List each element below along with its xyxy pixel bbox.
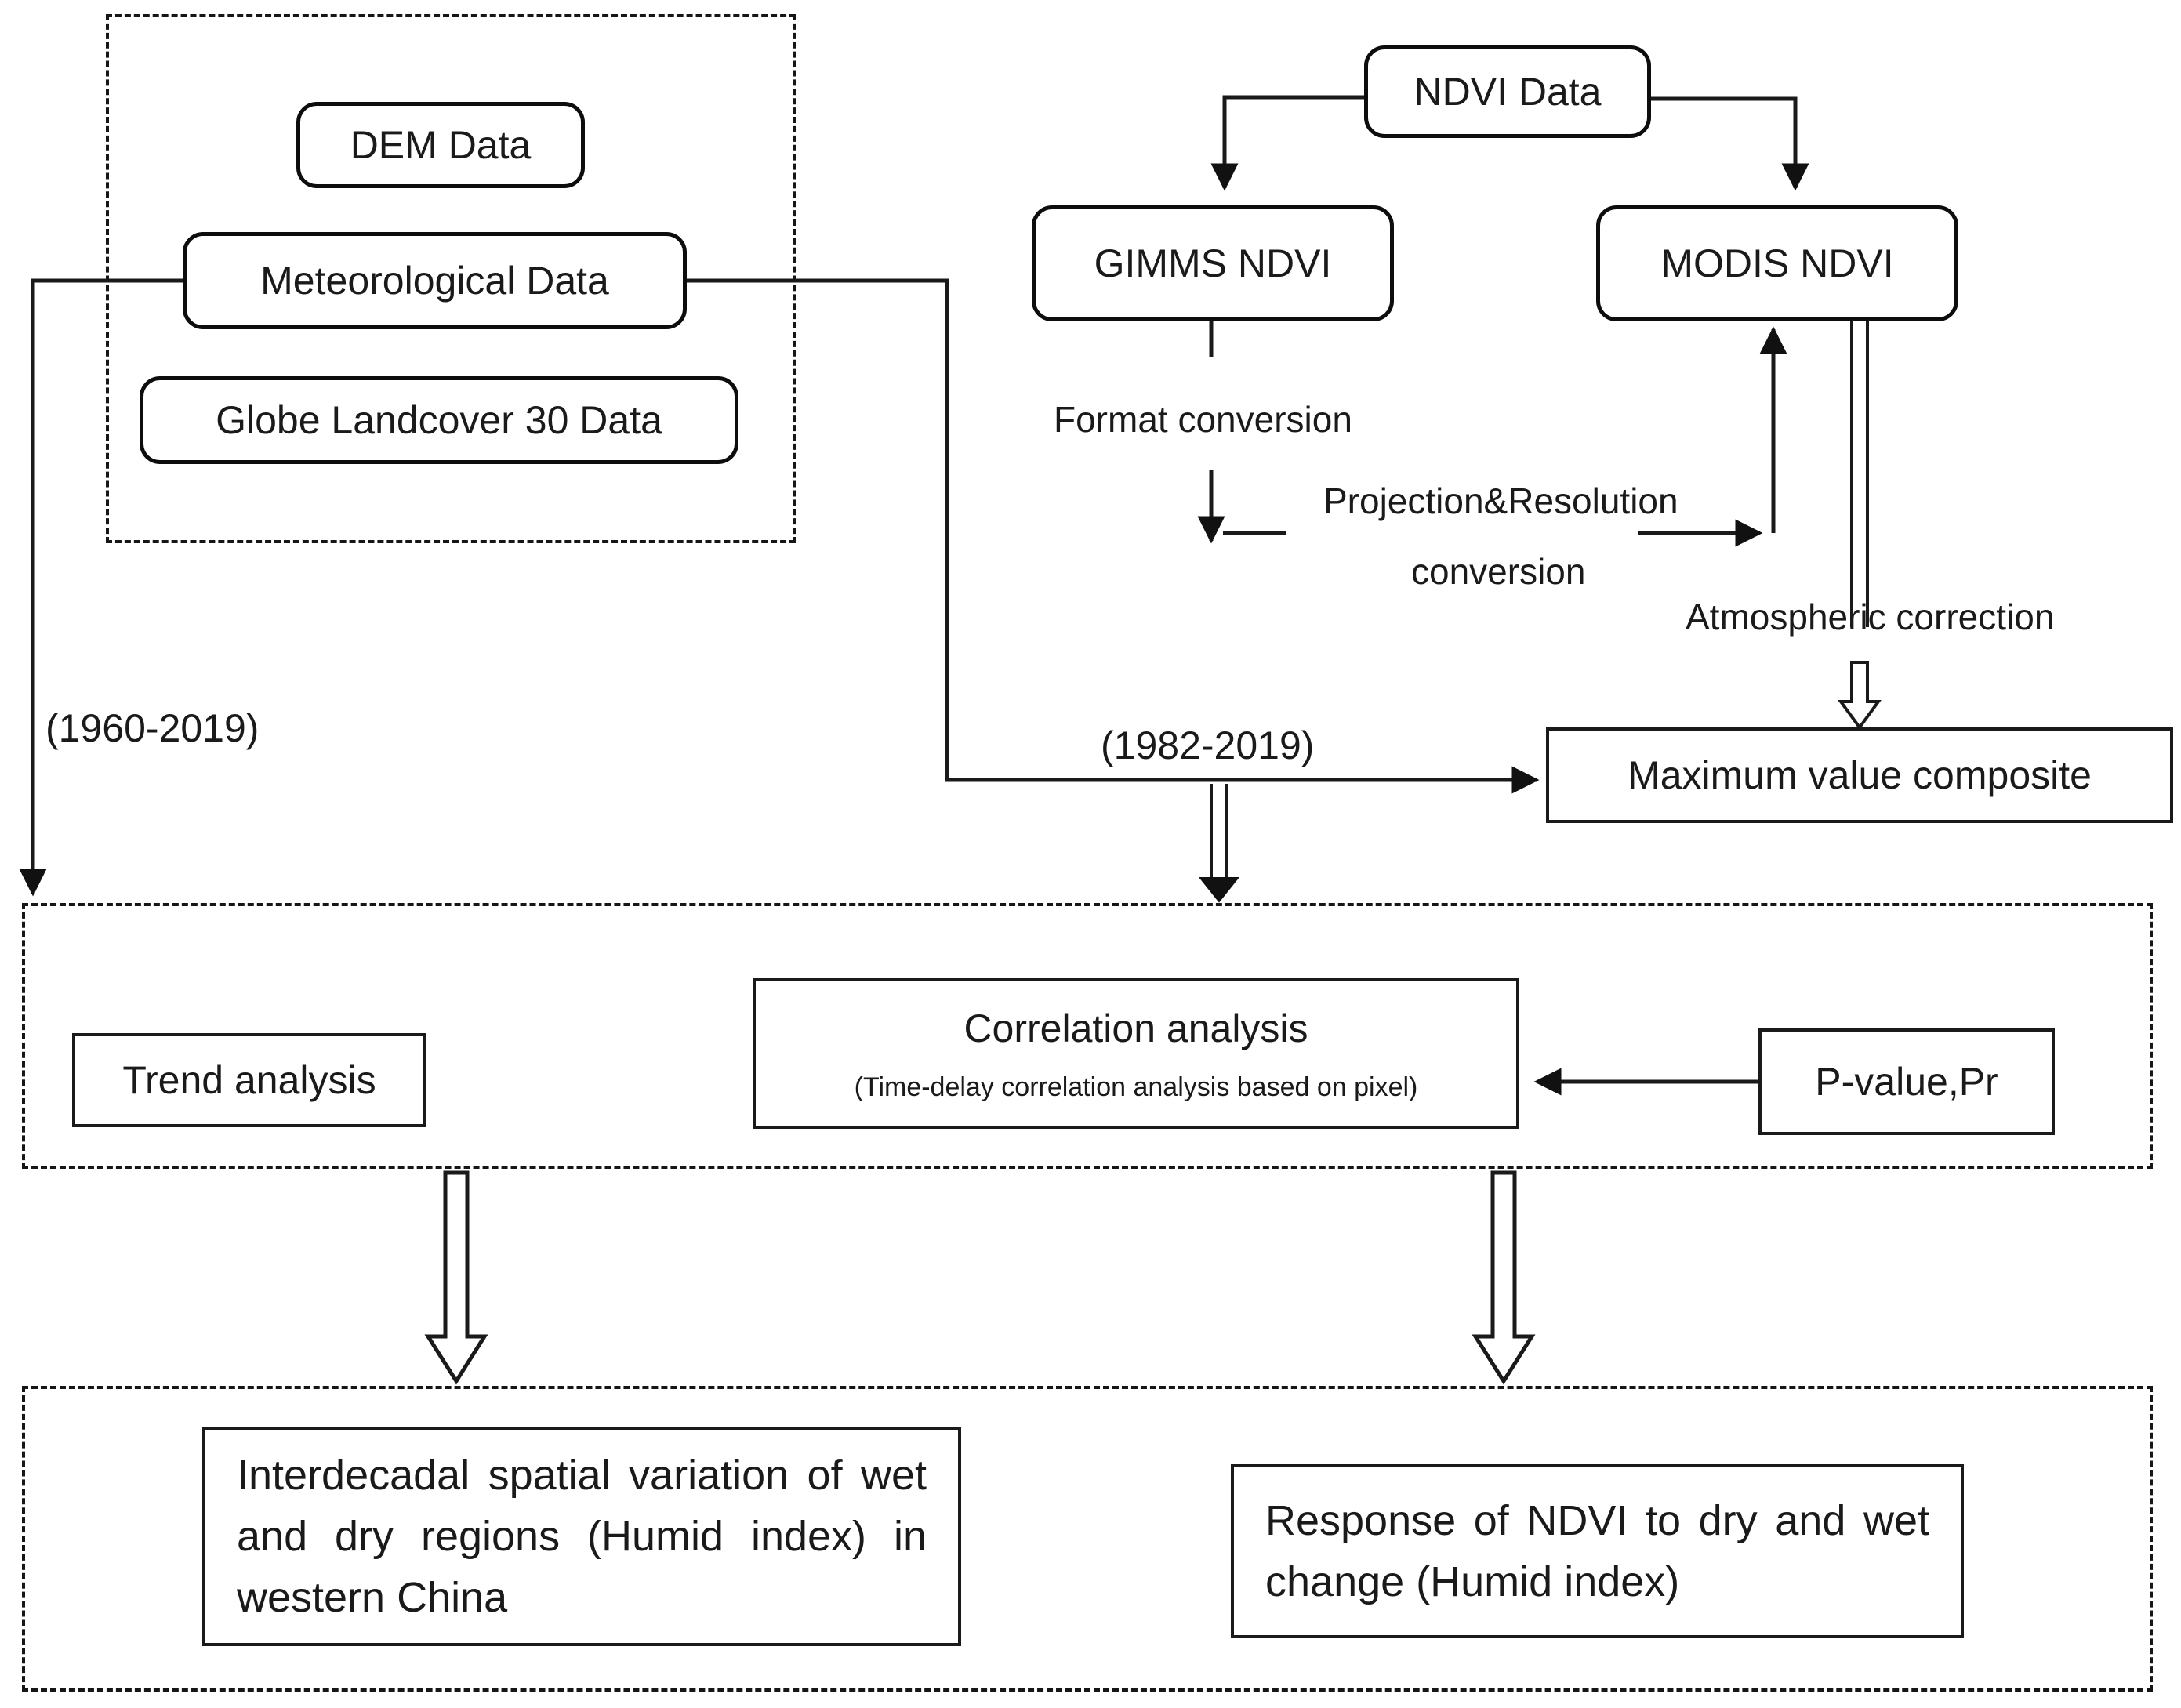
- block-arrow-atmospheric-to-mvc: [1838, 661, 1882, 731]
- node-maximum-value-composite-label: Maximum value composite: [1628, 752, 2092, 797]
- edge-ndvi-branch-arrowhead: [1198, 877, 1240, 903]
- edge-label-period-meteorological: (1960-2019): [45, 706, 259, 750]
- block-arrow-trend-to-result-left: [424, 1170, 488, 1385]
- node-meteorological-data[interactable]: Meteorological Data: [183, 232, 687, 329]
- edge-ndvi-to-gimms: [1210, 95, 1364, 191]
- edge-label-period-ndvi: (1982-2019): [1101, 723, 1315, 767]
- node-ndvi-data[interactable]: NDVI Data: [1364, 45, 1651, 138]
- edge-ndvi-to-modis: [1651, 96, 1809, 191]
- node-modis-ndvi-label: MODIS NDVI: [1660, 241, 1894, 285]
- node-p-value[interactable]: P-value,Pr: [1758, 1028, 2055, 1135]
- node-trend-analysis[interactable]: Trend analysis: [72, 1033, 426, 1127]
- node-modis-ndvi[interactable]: MODIS NDVI: [1596, 205, 1958, 321]
- block-arrow-correlation-to-result-right: [1472, 1170, 1536, 1385]
- node-trend-analysis-label: Trend analysis: [122, 1057, 376, 1102]
- edge-meteorological-to-mvc: [687, 278, 1540, 794]
- node-gimms-ndvi-label: GIMMS NDVI: [1094, 241, 1332, 285]
- node-maximum-value-composite[interactable]: Maximum value composite: [1546, 727, 2173, 823]
- node-correlation-analysis-subtitle: (Time-delay correlation analysis based o…: [854, 1072, 1418, 1102]
- node-globe-landcover-data-label: Globe Landcover 30 Data: [216, 397, 662, 442]
- analysis-methods-group: [22, 903, 2153, 1169]
- node-meteorological-data-label: Meteorological Data: [260, 258, 609, 303]
- node-result-right-label: Response of NDVI to dry and wet change (…: [1265, 1496, 1929, 1605]
- node-dem-data-label: DEM Data: [350, 122, 532, 167]
- node-gimms-ndvi[interactable]: GIMMS NDVI: [1032, 205, 1394, 321]
- edge-label-atmospheric-correction: Atmospheric correction: [1686, 597, 2055, 637]
- node-result-left-label: Interdecadal spatial variation of wet an…: [237, 1451, 927, 1622]
- edge-label-projection-resolution-line1: Projection&Resolution: [1323, 480, 1678, 521]
- results-group: [22, 1386, 2153, 1692]
- node-globe-landcover-data[interactable]: Globe Landcover 30 Data: [140, 376, 738, 464]
- node-result-right[interactable]: Response of NDVI to dry and wet change (…: [1231, 1464, 1964, 1638]
- node-correlation-analysis[interactable]: Correlation analysis (Time-delay correla…: [753, 978, 1519, 1129]
- edge-label-format-conversion: Format conversion: [1054, 399, 1352, 440]
- node-p-value-label: P-value,Pr: [1815, 1059, 1998, 1104]
- node-ndvi-data-label: NDVI Data: [1413, 69, 1602, 114]
- node-result-left[interactable]: Interdecadal spatial variation of wet an…: [202, 1427, 961, 1646]
- node-dem-data[interactable]: DEM Data: [296, 102, 585, 188]
- edge-label-projection-resolution-line2: conversion: [1411, 551, 1586, 592]
- node-correlation-analysis-title: Correlation analysis: [963, 1006, 1308, 1051]
